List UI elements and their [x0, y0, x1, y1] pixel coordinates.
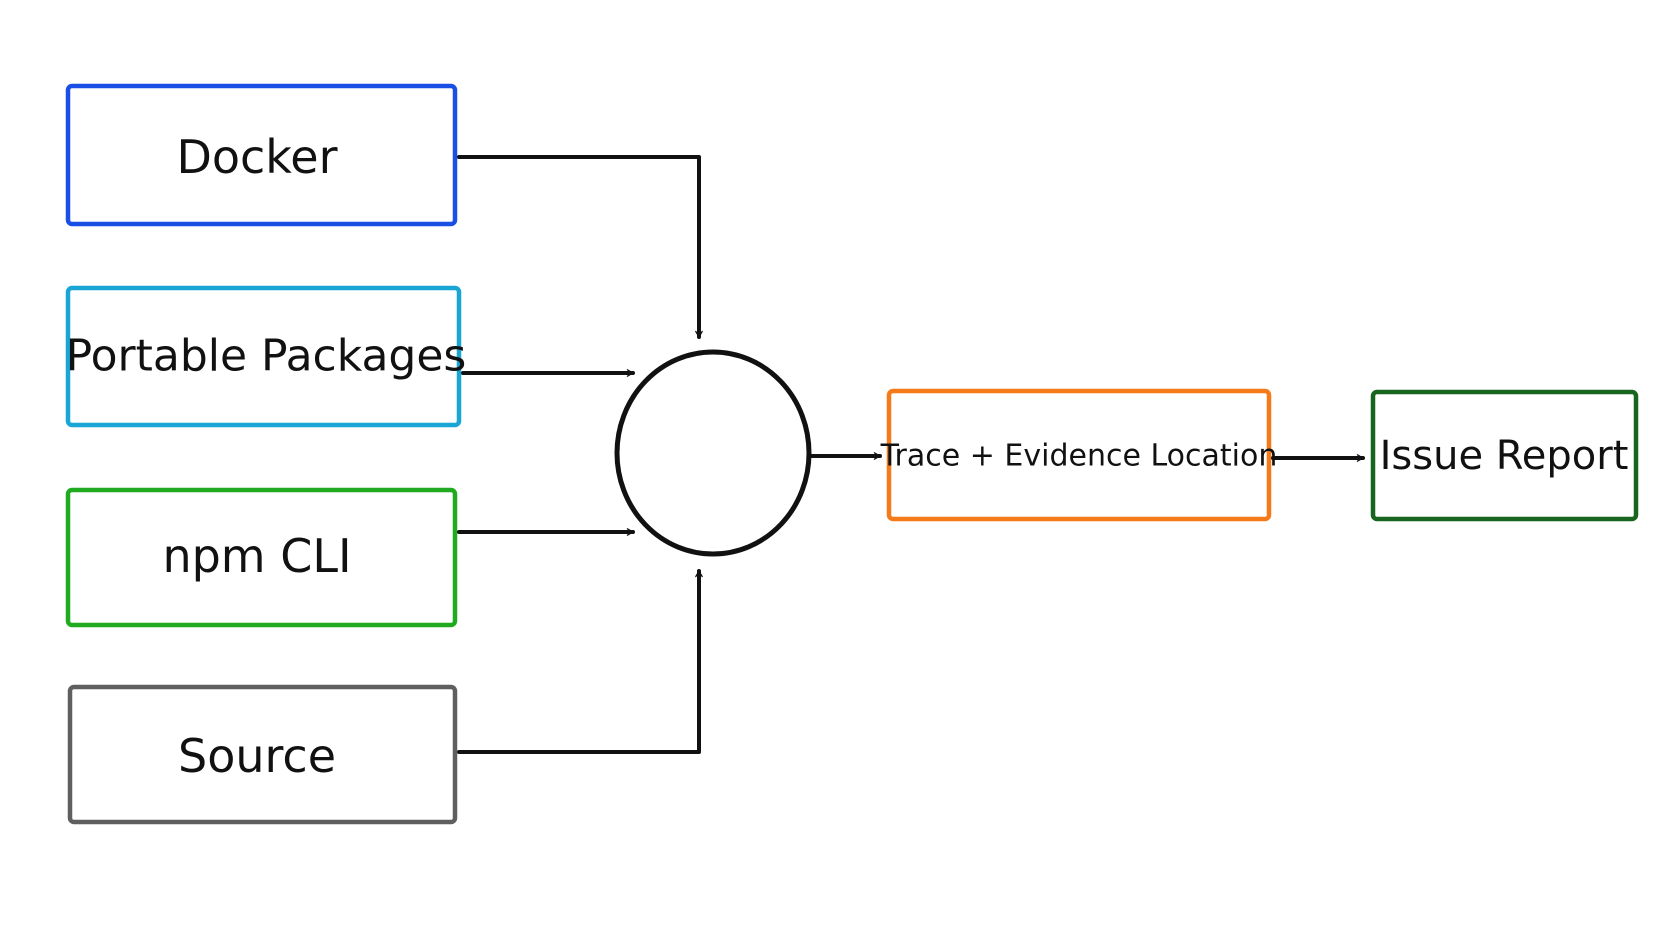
- source-node-docker: Docker: [65, 83, 458, 227]
- source-node-portable-packages: Portable Packages: [65, 285, 467, 428]
- merge-hub: [614, 349, 812, 557]
- stage-node-issue-report: Issue Report: [1370, 389, 1639, 522]
- edge-docker-to-hub: [457, 155, 703, 339]
- stage-box-issue-report: [1370, 389, 1639, 522]
- source-node-source: Source: [67, 684, 458, 825]
- stage-label-issue-report: Issue Report: [1380, 433, 1629, 479]
- source-box-portable-packages: [65, 285, 462, 428]
- stage-label-trace-evidence-location: Trace + Evidence Location: [880, 439, 1278, 474]
- source-label-portable-packages: Portable Packages: [66, 331, 467, 382]
- source-label-source: Source: [178, 729, 336, 783]
- source-label-npm-cli: npm CLI: [162, 529, 351, 583]
- stage-box-trace-evidence-location: [886, 388, 1272, 522]
- merge-hub-circle: [614, 349, 812, 557]
- source-box-source: [67, 684, 458, 825]
- stage-node-trace-evidence-location: Trace + Evidence Location: [880, 388, 1278, 522]
- edge-source-to-hub: [457, 569, 703, 754]
- source-node-npm-cli: npm CLI: [65, 487, 458, 628]
- source-box-npm-cli: [65, 487, 458, 628]
- source-label-docker: Docker: [176, 130, 337, 184]
- source-box-docker: [65, 83, 458, 227]
